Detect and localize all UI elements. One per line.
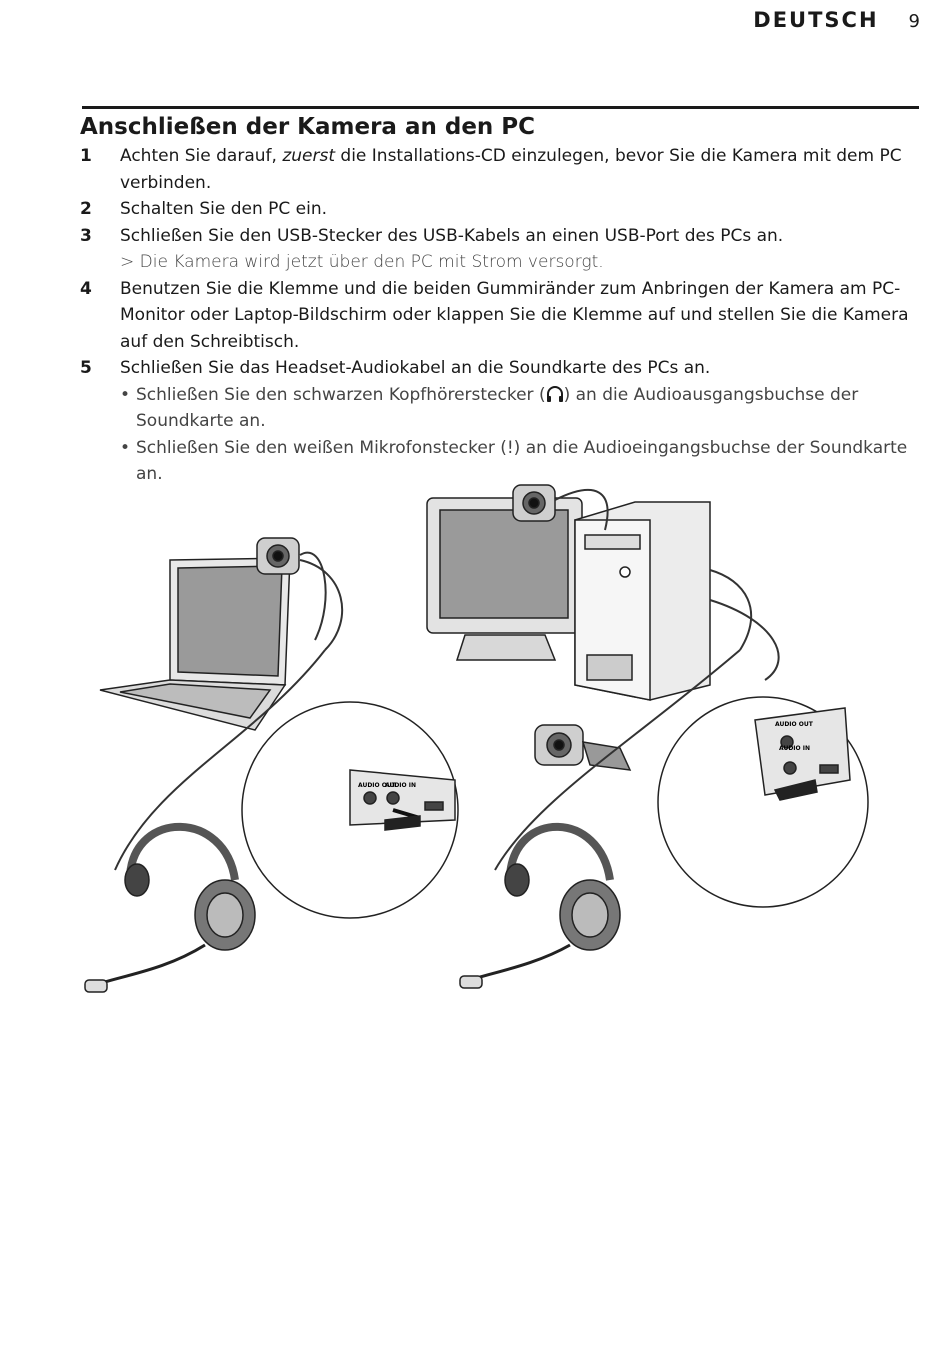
header-rule	[82, 106, 919, 109]
step-number: 5	[80, 358, 92, 378]
step-number: 4	[80, 278, 92, 299]
detail-circle-right	[657, 696, 869, 908]
bullet-dot: •	[120, 384, 131, 405]
steps-list: 1 Achten Sie darauf, zuerst die Installa…	[80, 143, 925, 488]
step-text: Achten Sie darauf, zuerst die Installati…	[120, 143, 925, 196]
port-label-audio-out-right: AUDIO OUT	[775, 721, 814, 728]
step-number: 1	[80, 146, 92, 166]
monitor-illustration	[426, 497, 583, 661]
port-label-audio-in-right: AUDIO IN	[779, 745, 810, 752]
step-5: 5 Schließen Sie das Headset-Audiokabel a…	[80, 355, 925, 382]
step-text: Schließen Sie das Headset-Audiokabel an …	[120, 358, 711, 378]
cables	[114, 489, 780, 871]
port-label-audio-in-left: AUDIO IN	[385, 782, 416, 789]
bullet-text-part: Schließen Sie den schwarzen Kopfhörerste…	[136, 384, 546, 405]
bullet-text: Schließen Sie den weißen Mikrofonstecker…	[136, 437, 908, 485]
step-text: Schließen Sie den USB-Stecker des USB-Ka…	[120, 225, 784, 246]
bullet-text: Schließen Sie den schwarzen Kopfhörerste…	[136, 382, 925, 435]
connection-illustration: AUDIO OUT AUDIO IN AUDIO OUT AUDIO IN	[84, 484, 869, 993]
laptop-illustration	[99, 557, 291, 731]
headset-right-illustration	[459, 822, 621, 989]
step-number: 2	[80, 199, 92, 219]
bullet-headphone: • Schließen Sie den schwarzen Kopfhörers…	[80, 382, 925, 435]
bullet-microphone: • Schließen Sie den weißen Mikrofonsteck…	[80, 435, 925, 488]
step-emphasis: zuerst	[282, 146, 335, 166]
headphones-icon	[546, 385, 563, 402]
webcam-desktop-icon	[512, 484, 556, 522]
pc-tower-illustration	[574, 501, 711, 701]
bullet-dot: •	[120, 437, 131, 458]
step-text-part: Achten Sie darauf,	[120, 146, 283, 166]
page-header: DEUTSCH 9	[753, 8, 920, 32]
step-number: 3	[80, 225, 92, 246]
detail-circle-left	[241, 701, 459, 919]
webcam-desk-icon	[534, 724, 632, 771]
bullet-text-part: ) an die Audioausgangsbuchse der Soundka…	[136, 384, 859, 432]
step-text: Benutzen Sie die Klemme und die beiden G…	[120, 278, 909, 352]
section-title: Anschließen der Kamera an den PC	[80, 114, 536, 140]
step-3: 3 Schließen Sie den USB-Stecker des USB-…	[80, 223, 925, 250]
step-text: Schalten Sie den PC ein.	[120, 199, 328, 219]
step-2: 2 Schalten Sie den PC ein.	[80, 196, 925, 223]
step-1: 1 Achten Sie darauf, zuerst die Installa…	[80, 143, 925, 196]
webcam-laptop-icon	[256, 537, 300, 575]
page-number: 9	[908, 11, 920, 32]
step-text-part: die Installations-CD einzulegen, bevor S…	[120, 146, 902, 193]
port-label-audio-out-left: AUDIO OUT	[358, 782, 397, 789]
step-3-result: > Die Kamera wird jetzt über den PC mit …	[120, 252, 604, 272]
headset-left-illustration	[84, 822, 256, 993]
step-4: 4 Benutzen Sie die Klemme und die beiden…	[80, 276, 925, 356]
language-label: DEUTSCH	[753, 8, 879, 32]
